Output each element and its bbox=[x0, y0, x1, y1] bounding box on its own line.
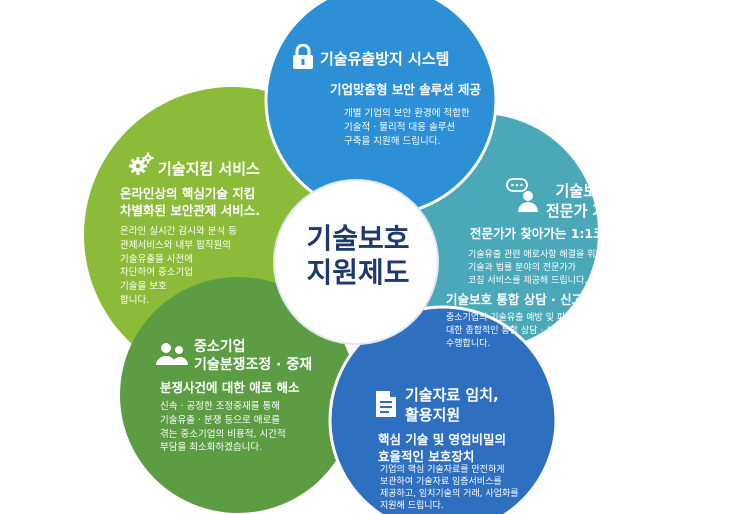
right-petal-subtitle2: 기술보호 통합 상담 · 신고센터 bbox=[446, 292, 607, 307]
bottom-right-petal-title: 기술자료 임치, 활용지원 bbox=[405, 386, 499, 425]
right-petal-body-line: 기술과 법률 분야의 전문가가 bbox=[468, 263, 576, 274]
bottom-left-petal-body-line: 겪는 중소기업의 비용적, 시간적 bbox=[160, 428, 286, 440]
left-petal-body-line: 기술을 보호 bbox=[120, 281, 167, 293]
left-petal-subtitle-line: 차별화된 보안관제 서비스. bbox=[120, 202, 260, 218]
right-petal-title-line: 기술보호 bbox=[555, 182, 611, 200]
right-petal-body-line: 기술유출 관련 애로사항 해결을 위해 bbox=[468, 250, 604, 260]
center-title: 기술보호 지원제도 bbox=[293, 222, 423, 290]
bottom-left-petal-subtitle: 분쟁사건에 대한 애로 해소 bbox=[160, 380, 300, 395]
bottom-right-petal-body-line: 지원해 드립니다. bbox=[380, 501, 444, 512]
right-petal-subtitle: 전문가가 찾아가는 1:1코칭 bbox=[470, 226, 617, 241]
left-petal-body-line: 차단하여 중소기업 bbox=[120, 267, 193, 279]
left-petal-body-line: 기술유출을 사전에 bbox=[120, 253, 193, 265]
petal-top bbox=[266, 0, 496, 215]
bottom-left-petal-body-line: 신속 · 공정한 조정중재를 통해 bbox=[160, 401, 280, 412]
people-icon bbox=[156, 343, 188, 365]
bottom-left-petal-body: 신속 · 공정한 조정중재를 통해 기술유출 · 분쟁 등으로 애로를 겪는 중… bbox=[160, 400, 286, 455]
right-petal-body-line: 코칭 서비스를 제공해 드립니다. bbox=[468, 276, 588, 287]
top-petal-title: 기술유출방지 시스템 bbox=[320, 50, 450, 68]
bottom-left-petal-title-line: 중소기업 bbox=[194, 339, 246, 355]
left-petal-subtitle: 온라인상의 핵심기술 지킴 차별화된 보안관제 서비스. bbox=[120, 186, 260, 220]
top-petal-body-line: 구축을 지원해 드립니다. bbox=[344, 135, 441, 147]
right-petal-title: 기술보호 전문가 자문 bbox=[546, 182, 620, 221]
bottom-left-petal-title-line: 기술분쟁조정 · 중재 bbox=[194, 357, 313, 374]
bottom-right-petal-body: 기업의 핵심 기술자료를 안전하게 보관하여 기술자료 임증서비스를 제공하고,… bbox=[380, 464, 519, 513]
right-petal-body: 기술유출 관련 애로사항 해결을 위해 기술과 법률 분야의 전문가가 코칭 서… bbox=[468, 249, 604, 288]
top-petal-body-line: 기술적 · 물리적 대응 솔루션 bbox=[344, 121, 456, 133]
bottom-right-petal-title-line: 기술자료 임치, bbox=[405, 386, 499, 404]
left-petal-subtitle-line: 온라인상의 핵심기술 지킴 bbox=[120, 186, 256, 201]
left-petal-title: 기술지킴 서비스 bbox=[158, 160, 260, 178]
gear-icon bbox=[129, 152, 154, 175]
bottom-right-petal-body-line: 기업의 핵심 기술자료를 안전하게 bbox=[380, 465, 505, 475]
right-petal-body2-line: 대한 종합적인 통합 상담 · 신고기능을 bbox=[446, 326, 588, 337]
bottom-right-petal-subtitle-line: 핵심 기술 및 영업비밀의 bbox=[378, 432, 507, 447]
bottom-left-petal-body-line: 부담을 최소화하겠습니다. bbox=[160, 442, 263, 454]
lock-icon bbox=[293, 44, 313, 69]
petal-bottom-right-outline bbox=[328, 305, 558, 514]
bottom-right-petal-body-line: 제공하고, 임치기술의 거래, 사업화를 bbox=[380, 489, 519, 500]
left-petal-body: 온라인 실시간 감시와 분석 등 관제서비스와 내부 핍직원의 기술유출을 사전… bbox=[120, 225, 237, 308]
petal-bottom-right bbox=[330, 307, 556, 514]
bottom-right-petal-subtitle: 핵심 기술 및 영업비밀의 효율적인 보호장치 bbox=[378, 432, 506, 466]
right-petal-body2-line: 수행합니다. bbox=[446, 339, 491, 350]
top-petal-body: 개별 기업의 보안 환경에 적합한 기술적 · 물리적 대응 솔루션 구축을 지… bbox=[344, 107, 470, 148]
petal-bottom-left bbox=[120, 277, 356, 513]
top-petal-subtitle: 기업맞춤형 보안 솔루션 제공 bbox=[330, 82, 482, 97]
center-title-line2: 지원제도 bbox=[306, 256, 410, 290]
center-title-line1: 기술보호 bbox=[306, 222, 410, 255]
top-petal-body-line: 개별 기업의 보안 환경에 적합한 bbox=[344, 108, 470, 119]
bottom-right-petal-title-line: 활용지원 bbox=[405, 405, 461, 424]
right-petal-title-line: 전문가 자문 bbox=[546, 201, 621, 220]
document-icon bbox=[376, 391, 396, 417]
left-petal-body-line: 온라인 실시간 감시와 분석 등 bbox=[120, 226, 237, 237]
center-circle bbox=[273, 179, 439, 345]
bottom-right-petal-body-line: 보관하여 기술자료 임증서비스를 bbox=[380, 477, 502, 488]
bottom-left-petal-title: 중소기업 기술분쟁조정 · 중재 bbox=[194, 338, 312, 374]
bottom-left-petal-body-line: 기술유출 · 분쟁 등으로 애로를 bbox=[160, 414, 280, 426]
right-petal-body2: 중소기업의 기술유출 예방 및 피해구제에 대한 종합적인 통합 상담 · 신고… bbox=[446, 312, 598, 351]
right-petal-body2-line: 중소기업의 기술유출 예방 및 피해구제에 bbox=[446, 313, 599, 323]
left-petal-body-line: 합니다. bbox=[120, 294, 150, 306]
consultant-icon bbox=[506, 178, 538, 212]
bottom-right-petal-subtitle-line: 효율적인 보호장치 bbox=[378, 448, 475, 464]
left-petal-body-line: 관제서비스와 내부 핍직원의 bbox=[120, 239, 231, 251]
